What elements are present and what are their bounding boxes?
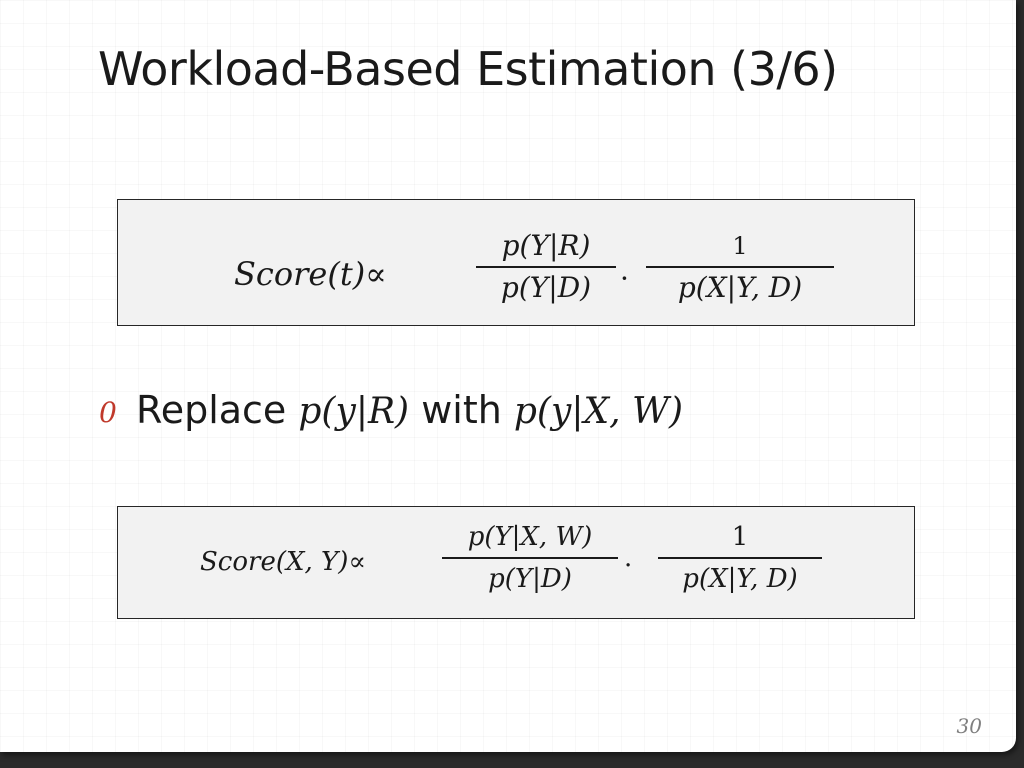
bullet-text: Replace p(y|R) with p(y|X, W) (136, 388, 683, 432)
fraction-bar (646, 266, 834, 268)
bullet-marker: 0 (99, 396, 117, 429)
formula-2-fraction-1-numerator: p(Y|X, W) (467, 522, 593, 552)
formula-2-fraction-2-denominator: p(X|Y, D) (682, 564, 798, 594)
formula-1-fraction-2-numerator: 1 (732, 232, 748, 260)
slide: Workload-Based Estimation (3/6) Score(t)… (0, 0, 1016, 752)
formula-box-2: Score(X, Y)∝ p(Y|X, W) p(Y|D) · 1 p(X|Y,… (117, 506, 915, 619)
bullet-prefix: Replace (136, 388, 299, 432)
formula-box-1: Score(t)∝ p(Y|R) p(Y|D) · 1 p(X|Y, D) (117, 199, 915, 326)
bullet-expr-1: p(y|R) (298, 391, 410, 432)
formula-1-fraction-1-numerator: p(Y|R) (501, 229, 591, 262)
formula-2-lhs: Score(X, Y)∝ (200, 547, 366, 577)
formula-2-fraction-2: 1 p(X|Y, D) (658, 517, 822, 599)
formula-2-fraction-1-denominator: p(Y|D) (488, 564, 572, 594)
bullet-expr-2: p(y|X, W) (513, 391, 684, 432)
formula-1-fraction-1: p(Y|R) p(Y|D) (476, 226, 616, 308)
page-number: 30 (956, 714, 982, 738)
bullet-middle: with (409, 388, 514, 432)
fraction-bar (476, 266, 616, 268)
fraction-bar (658, 557, 822, 559)
slide-title: Workload-Based Estimation (3/6) (98, 42, 838, 96)
formula-1-lhs: Score(t)∝ (234, 255, 387, 293)
formula-1-fraction-1-denominator: p(Y|D) (500, 271, 592, 304)
formula-1-fraction-2-denominator: p(X|Y, D) (677, 271, 803, 304)
formula-2-fraction-1: p(Y|X, W) p(Y|D) (442, 517, 618, 599)
formula-1-dot: · (620, 262, 629, 295)
formula-2-fraction-2-numerator: 1 (731, 522, 749, 552)
fraction-bar (442, 557, 618, 559)
formula-2-dot: · (624, 551, 633, 581)
formula-1-fraction-2: 1 p(X|Y, D) (646, 226, 834, 308)
